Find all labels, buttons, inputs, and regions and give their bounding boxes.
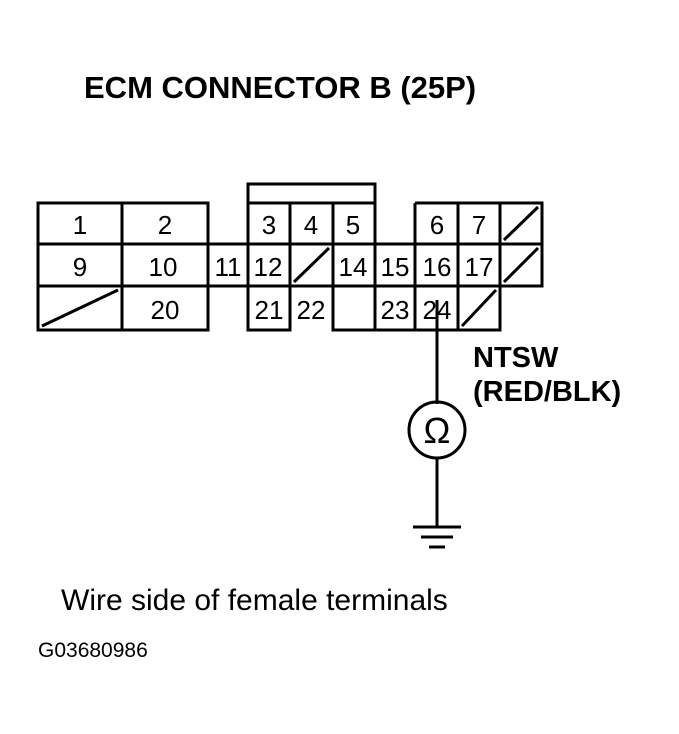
terminal-4: 4 bbox=[304, 210, 318, 240]
terminal-1: 1 bbox=[73, 210, 87, 240]
ground-icon bbox=[413, 525, 461, 549]
terminal-14: 14 bbox=[339, 252, 368, 282]
terminal-20: 20 bbox=[151, 295, 180, 325]
terminal-24: 24 bbox=[423, 295, 452, 325]
terminal-9: 9 bbox=[73, 252, 87, 282]
wire-label-color: (RED/BLK) bbox=[473, 376, 621, 408]
terminal-7: 7 bbox=[472, 210, 486, 240]
wire-label-signal: NTSW bbox=[473, 342, 559, 374]
terminal-22: 22 bbox=[297, 295, 326, 325]
terminal-17: 17 bbox=[465, 252, 494, 282]
connector-lock-tab bbox=[246, 182, 377, 203]
ohm-icon: Ω bbox=[424, 410, 451, 451]
terminal-6: 6 bbox=[430, 210, 444, 240]
figure-id: G03680986 bbox=[38, 639, 148, 662]
terminal-12: 12 bbox=[254, 252, 283, 282]
empty-cavity-slash bbox=[292, 246, 331, 284]
terminal-3: 3 bbox=[262, 210, 276, 240]
terminal-16: 16 bbox=[423, 252, 452, 282]
terminal-5: 5 bbox=[346, 210, 360, 240]
terminal-15: 15 bbox=[381, 252, 410, 282]
empty-cavity-slash bbox=[502, 205, 540, 242]
terminal-23: 23 bbox=[381, 295, 410, 325]
terminal-10: 10 bbox=[149, 252, 178, 282]
empty-cavity-slash bbox=[460, 288, 498, 328]
caption: Wire side of female terminals bbox=[61, 584, 448, 617]
terminal-21: 21 bbox=[255, 295, 284, 325]
terminal-2: 2 bbox=[158, 210, 172, 240]
empty-cavity-slash bbox=[502, 246, 540, 284]
empty-cavity-slash bbox=[41, 288, 119, 328]
terminal-11: 11 bbox=[215, 252, 242, 282]
connector-title: ECM CONNECTOR B (25P) bbox=[84, 70, 477, 105]
